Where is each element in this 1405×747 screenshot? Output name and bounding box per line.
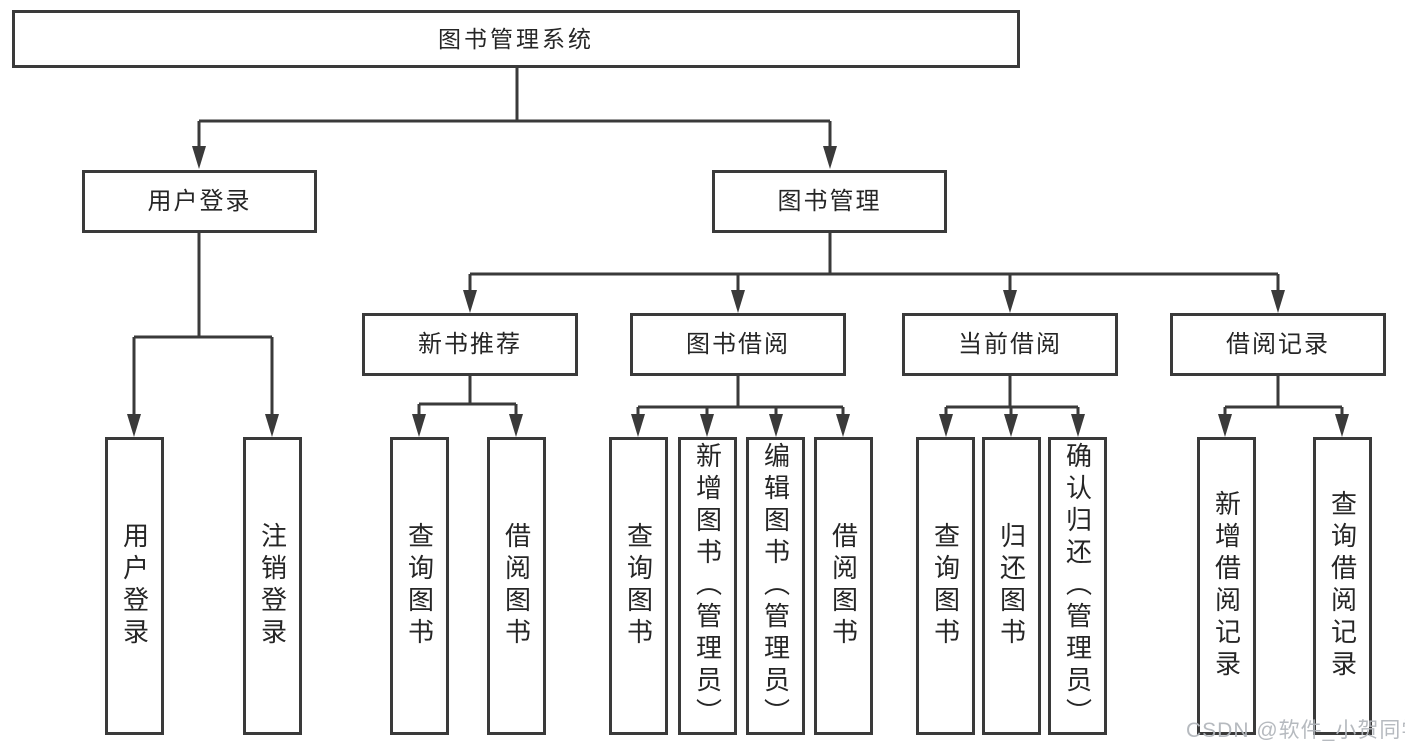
node-root-label: 图书管理系统 <box>438 25 594 52</box>
leaf-user-login: 用户登录 <box>105 437 164 735</box>
leaf-borrow-books-label: 借阅图书 <box>828 522 859 650</box>
leaf-query-borrow-record: 查询借阅记录 <box>1313 437 1372 735</box>
leaf-query-books-current: 查询图书 <box>916 437 975 735</box>
edge-mgmt-to-level2 <box>468 233 1280 291</box>
node-book-borrow-label: 图书借阅 <box>686 330 790 358</box>
node-borrow-records-label: 借阅记录 <box>1226 330 1330 358</box>
edge-root-to-level1 <box>197 68 832 147</box>
node-book-borrow: 图书借阅 <box>630 313 846 376</box>
node-book-management-label: 图书管理 <box>777 187 882 215</box>
node-new-book-recommend-label: 新书推荐 <box>418 330 522 358</box>
node-current-borrow-label: 当前借阅 <box>958 330 1062 358</box>
edge-borrow-to-leaves <box>636 376 845 415</box>
node-current-borrow: 当前借阅 <box>902 313 1118 376</box>
leaf-confirm-return-admin: 确认归还（管理员） <box>1048 437 1107 735</box>
leaf-add-book-admin-label: 新增图书（管理员） <box>692 442 723 730</box>
arrowheads <box>127 146 1349 437</box>
node-root-system: 图书管理系统 <box>12 10 1020 68</box>
node-book-management: 图书管理 <box>712 170 947 233</box>
edge-recommend-to-leaves <box>417 376 518 415</box>
leaf-add-borrow-record: 新增借阅记录 <box>1197 437 1256 735</box>
node-user-login-label: 用户登录 <box>147 187 252 215</box>
leaf-edit-book-admin-label: 编辑图书（管理员） <box>760 442 791 730</box>
csdn-watermark: CSDN @软件_小贺同学 <box>1186 719 1405 742</box>
leaf-query-books-borrow-label: 查询图书 <box>623 522 654 650</box>
leaf-query-books-borrow: 查询图书 <box>609 437 668 735</box>
leaf-borrow-books-recommend-label: 借阅图书 <box>501 522 532 650</box>
edge-current-to-leaves <box>944 376 1080 415</box>
leaf-add-book-admin: 新增图书（管理员） <box>678 437 737 735</box>
leaf-edit-book-admin: 编辑图书（管理员） <box>746 437 805 735</box>
edge-login-to-leaves <box>132 233 274 414</box>
leaf-confirm-return-admin-label: 确认归还（管理员） <box>1062 442 1093 730</box>
leaf-return-book: 归还图书 <box>982 437 1041 735</box>
node-new-book-recommend: 新书推荐 <box>362 313 578 376</box>
leaf-return-book-label: 归还图书 <box>996 522 1027 650</box>
leaf-logout-label: 注销登录 <box>257 522 288 650</box>
node-borrow-records: 借阅记录 <box>1170 313 1386 376</box>
leaf-user-login-label: 用户登录 <box>119 522 150 650</box>
edge-records-to-leaves <box>1223 376 1344 415</box>
leaf-borrow-books-recommend: 借阅图书 <box>487 437 546 735</box>
leaf-logout: 注销登录 <box>243 437 302 735</box>
leaf-query-books-recommend: 查询图书 <box>390 437 449 735</box>
leaf-borrow-books: 借阅图书 <box>814 437 873 735</box>
node-user-login: 用户登录 <box>82 170 317 233</box>
leaf-add-borrow-record-label: 新增借阅记录 <box>1211 490 1242 682</box>
leaf-query-books-recommend-label: 查询图书 <box>404 522 435 650</box>
leaf-query-borrow-record-label: 查询借阅记录 <box>1327 490 1358 682</box>
leaf-query-books-current-label: 查询图书 <box>930 522 961 650</box>
